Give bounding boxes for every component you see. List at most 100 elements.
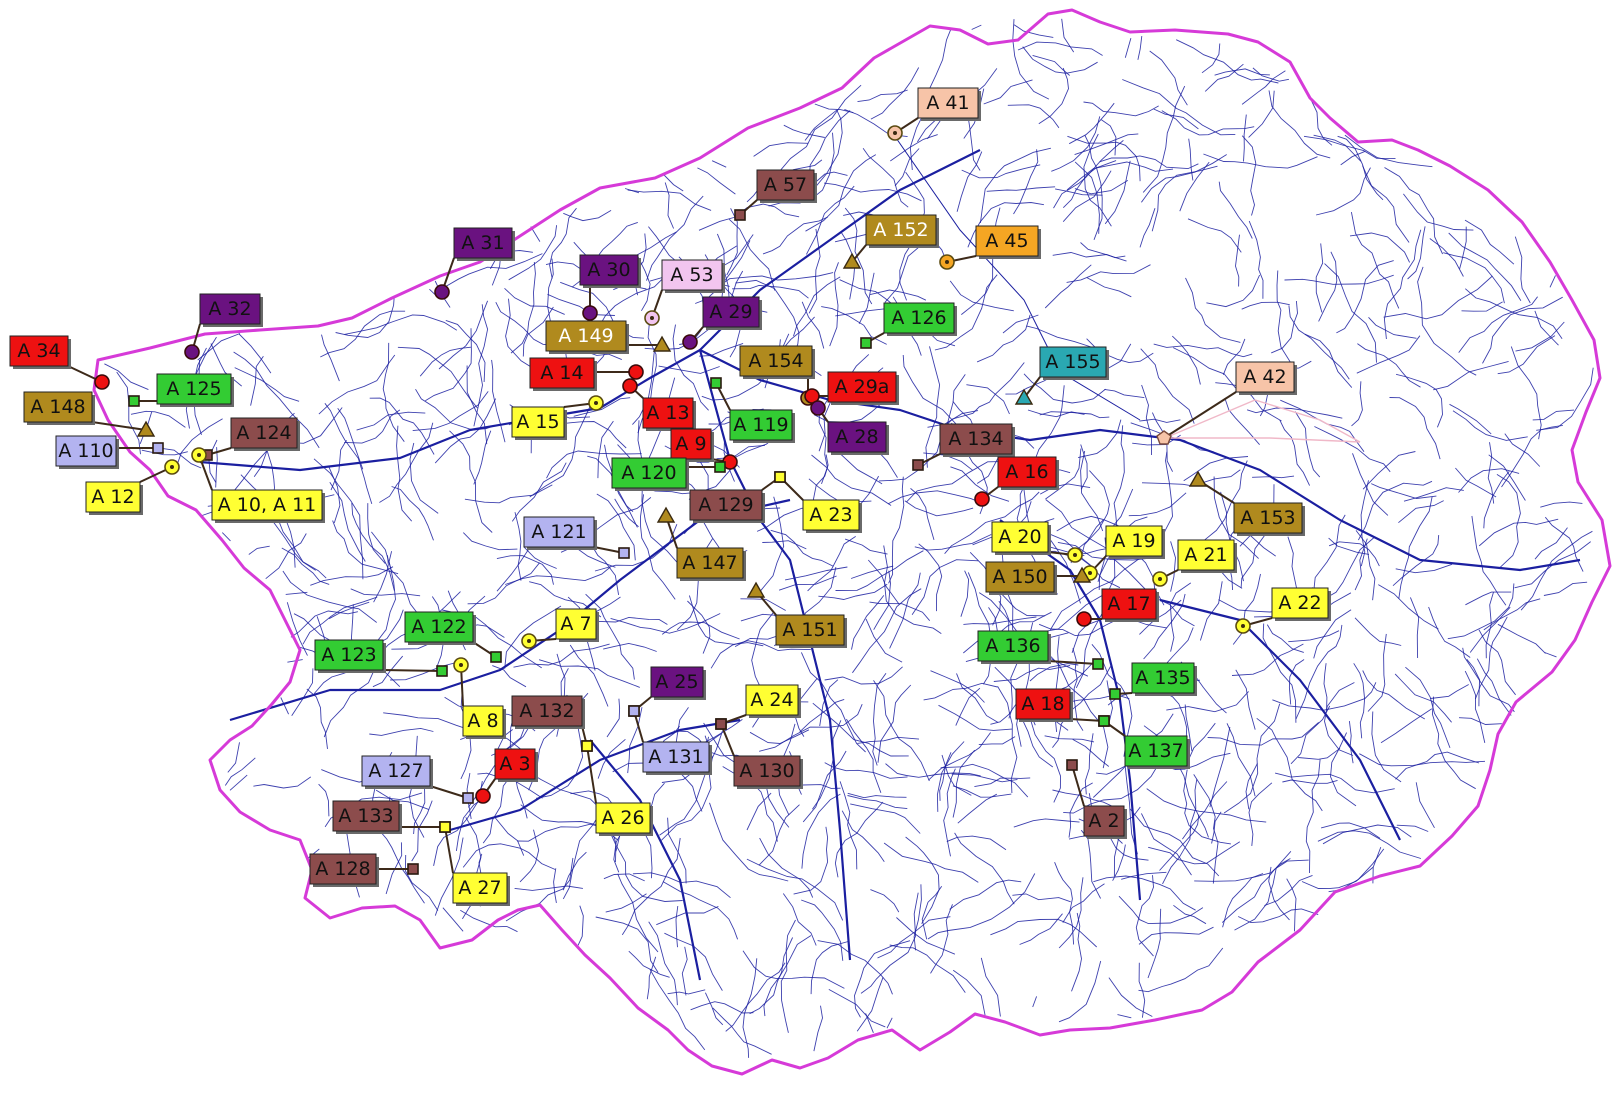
station-label-a15[interactable]: A 15 <box>511 406 567 440</box>
station-label-a12[interactable]: A 12 <box>85 481 143 515</box>
station-label-a125[interactable]: A 125 <box>156 373 234 407</box>
station-marker-a147[interactable] <box>656 506 676 523</box>
station-marker-a120[interactable] <box>714 461 726 473</box>
station-marker-a17[interactable] <box>1076 611 1092 627</box>
station-label-a57[interactable]: A 57 <box>756 169 817 203</box>
station-label-a135[interactable]: A 135 <box>1131 662 1197 696</box>
station-label-a32[interactable]: A 32 <box>199 293 263 327</box>
station-marker-a34[interactable] <box>94 374 110 390</box>
station-marker-a123[interactable] <box>436 665 448 677</box>
station-label-a155[interactable]: A 155 <box>1039 346 1109 380</box>
station-marker-a122[interactable] <box>490 651 502 663</box>
station-marker-a151[interactable] <box>746 581 766 598</box>
station-label-a29a[interactable]: A 29a <box>827 371 899 405</box>
station-label-a119[interactable]: A 119 <box>729 409 795 443</box>
station-label-a28[interactable]: A 28 <box>827 421 889 455</box>
station-label-a137[interactable]: A 137 <box>1124 735 1190 769</box>
station-label-a110[interactable]: A 110 <box>55 435 119 469</box>
station-marker-a32[interactable] <box>184 344 200 360</box>
station-marker-a137[interactable] <box>1098 715 1110 727</box>
station-marker-a150[interactable] <box>1072 566 1092 583</box>
station-label-a148[interactable]: A 148 <box>23 391 95 425</box>
station-marker-a134[interactable] <box>912 459 924 471</box>
station-label-a152[interactable]: A 152 <box>865 214 939 248</box>
station-label-a18[interactable]: A 18 <box>1015 688 1073 722</box>
station-marker-a26[interactable] <box>581 740 593 752</box>
station-label-a30[interactable]: A 30 <box>579 254 641 288</box>
station-marker-a30[interactable] <box>582 305 598 321</box>
station-marker-a155[interactable] <box>1014 388 1034 405</box>
station-marker-a31[interactable] <box>434 284 450 300</box>
station-label-a31[interactable]: A 31 <box>453 227 515 261</box>
station-marker-a121[interactable] <box>618 547 630 559</box>
station-label-a27[interactable]: A 27 <box>452 872 510 906</box>
station-label-a19[interactable]: A 19 <box>1105 525 1165 559</box>
station-label-a26[interactable]: A 26 <box>595 802 653 836</box>
station-label-a147[interactable]: A 147 <box>676 547 746 581</box>
station-marker-a153[interactable] <box>1188 470 1208 487</box>
station-label-a153[interactable]: A 153 <box>1233 502 1305 536</box>
station-marker-a3[interactable] <box>475 788 491 804</box>
station-label-a45[interactable]: A 45 <box>975 225 1041 259</box>
station-marker-a135[interactable] <box>1109 688 1121 700</box>
station-marker-a16[interactable] <box>974 491 990 507</box>
station-label-a132[interactable]: A 132 <box>511 695 585 729</box>
station-marker-a149[interactable] <box>652 335 672 352</box>
station-marker-a28[interactable] <box>810 400 826 416</box>
station-marker-a29a[interactable] <box>804 388 820 404</box>
station-label-a34[interactable]: A 34 <box>9 335 71 369</box>
station-label-a42[interactable]: A 42 <box>1235 361 1297 395</box>
station-label-a136[interactable]: A 136 <box>977 630 1051 664</box>
station-label-a122[interactable]: A 122 <box>404 611 476 645</box>
station-marker-a152[interactable] <box>842 252 862 269</box>
station-label-a120[interactable]: A 120 <box>611 457 689 491</box>
station-marker-a136[interactable] <box>1092 658 1104 670</box>
station-label-a149[interactable]: A 149 <box>545 320 629 354</box>
station-label-a134[interactable]: A 134 <box>939 423 1015 457</box>
station-marker-a127[interactable] <box>462 792 474 804</box>
station-marker-a148[interactable] <box>136 420 156 437</box>
station-label-a22[interactable]: A 22 <box>1271 587 1331 621</box>
station-label-a1011[interactable]: A 10, A 11 <box>211 489 325 523</box>
station-label-a29[interactable]: A 29 <box>702 296 762 330</box>
station-label-a9[interactable]: A 9 <box>670 428 714 462</box>
station-label-a17[interactable]: A 17 <box>1101 588 1159 622</box>
station-marker-a131[interactable] <box>628 705 640 717</box>
station-label-a126[interactable]: A 126 <box>883 302 957 336</box>
station-label-a21[interactable]: A 21 <box>1177 539 1237 573</box>
station-label-a53[interactable]: A 53 <box>661 259 725 293</box>
station-label-a41[interactable]: A 41 <box>917 87 981 121</box>
station-label-a8[interactable]: A 8 <box>462 705 506 739</box>
station-label-a25[interactable]: A 25 <box>650 666 706 700</box>
station-label-a16[interactable]: A 16 <box>997 456 1059 490</box>
station-marker-a27[interactable] <box>439 821 451 833</box>
station-marker-a23[interactable] <box>774 471 786 483</box>
station-label-a127[interactable]: A 127 <box>361 755 433 789</box>
station-marker-a125[interactable] <box>128 395 140 407</box>
station-marker-a29[interactable] <box>682 334 698 350</box>
station-marker-a13[interactable] <box>622 378 638 394</box>
station-label-a129[interactable]: A 129 <box>689 489 765 523</box>
station-label-a20[interactable]: A 20 <box>991 521 1051 555</box>
station-label-a130[interactable]: A 130 <box>733 755 803 789</box>
station-label-a13[interactable]: A 13 <box>642 397 696 431</box>
station-label-a124[interactable]: A 124 <box>230 417 300 451</box>
station-label-a151[interactable]: A 151 <box>775 614 847 648</box>
station-label-a128[interactable]: A 128 <box>309 853 379 887</box>
station-label-a131[interactable]: A 131 <box>642 741 712 775</box>
station-label-a154[interactable]: A 154 <box>739 345 815 379</box>
station-label-a133[interactable]: A 133 <box>332 800 402 834</box>
station-label-a14[interactable]: A 14 <box>529 357 597 391</box>
station-label-a23[interactable]: A 23 <box>802 499 862 533</box>
station-marker-a57[interactable] <box>734 209 746 221</box>
station-marker-a119[interactable] <box>710 377 722 389</box>
station-marker-a42[interactable] <box>1156 430 1172 445</box>
station-marker-a128[interactable] <box>407 863 419 875</box>
station-marker-a126[interactable] <box>860 337 872 349</box>
station-label-a24[interactable]: A 24 <box>745 684 801 718</box>
station-label-a150[interactable]: A 150 <box>985 561 1057 595</box>
station-marker-a2[interactable] <box>1066 759 1078 771</box>
station-label-a7[interactable]: A 7 <box>555 608 599 642</box>
station-label-a2[interactable]: A 2 <box>1083 805 1127 839</box>
station-marker-a14[interactable] <box>628 364 644 380</box>
